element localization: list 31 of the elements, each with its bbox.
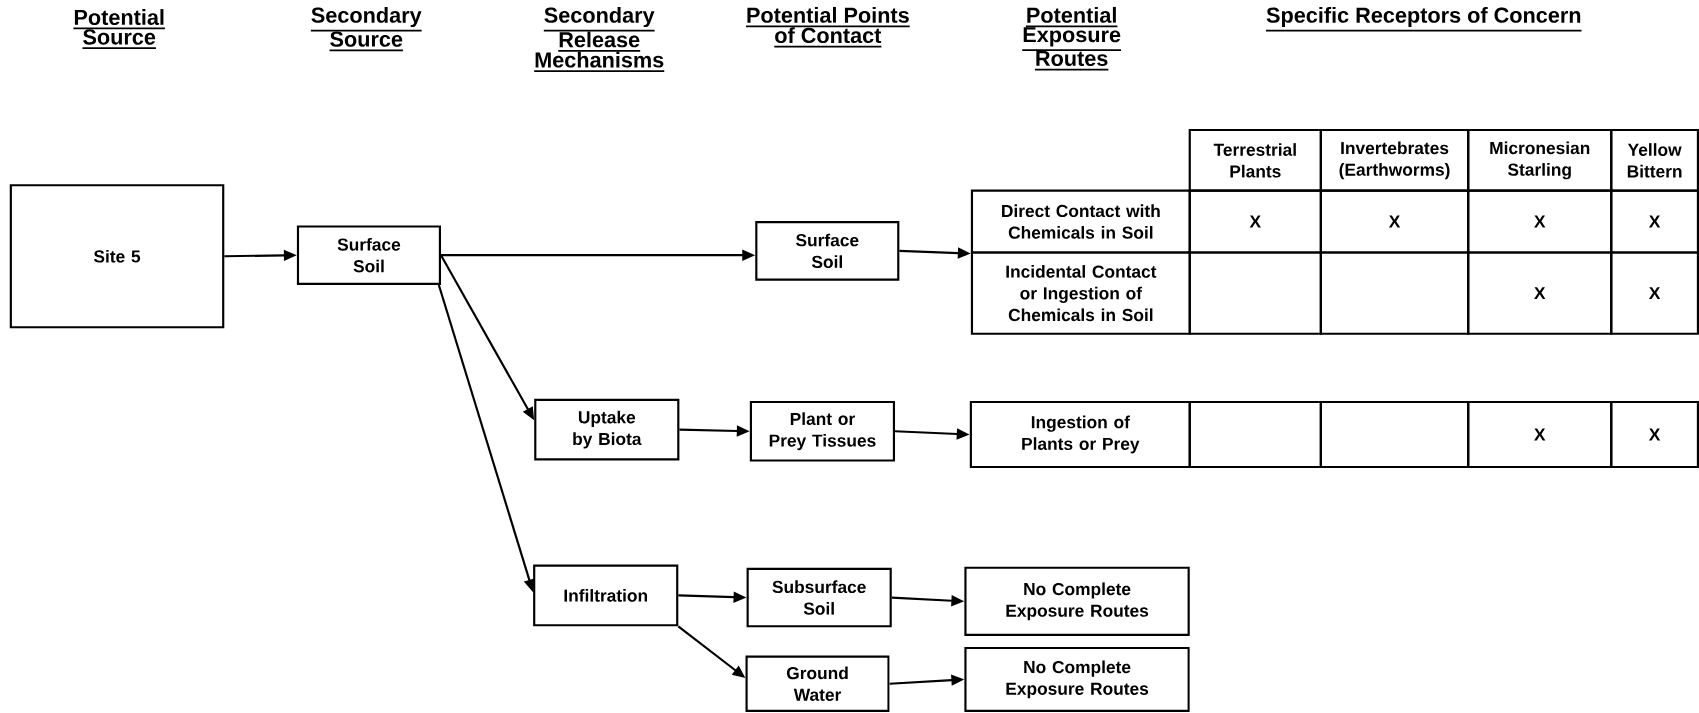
column-heading: Secondary Source [309, 6, 423, 52]
mark-cell: X [1467, 189, 1613, 254]
column-heading: Secondary Release Mechanisms [533, 6, 666, 72]
mark-cell: X [1319, 189, 1470, 254]
mark-cell: X [1467, 400, 1613, 469]
column-heading: Specific Receptors of Concern [1265, 6, 1583, 32]
process-box: Infiltration [533, 564, 679, 627]
source-box: Site 5 [9, 184, 225, 329]
column-heading: Potential Points of Contact [745, 6, 911, 48]
process-box: Plant or Prey Tissues [749, 400, 896, 462]
receptor-heading: Yellow Bittern [1610, 128, 1699, 192]
receptor-heading: Invertebrates (Earthworms) [1319, 128, 1470, 192]
process-box: Surface Soil [296, 225, 441, 285]
column-heading: Potential Source [72, 9, 166, 50]
route-cell: Direct Contact with Chemicals in Soil [970, 189, 1191, 254]
route-cell: Ingestion of Plants or Prey [969, 400, 1191, 469]
mark-cell: X [1610, 400, 1699, 469]
process-box: Uptake by Biota [534, 398, 680, 461]
process-box: Ground Water [745, 655, 890, 712]
result-box: No Complete Exposure Routes [964, 566, 1190, 637]
mark-cell: X [1610, 251, 1699, 335]
result-box: No Complete Exposure Routes [964, 646, 1190, 712]
receptor-heading: Terrestrial Plants [1188, 128, 1322, 192]
process-box: Subsurface Soil [746, 567, 892, 628]
column-heading: Potential Exposure Routes [1021, 6, 1122, 71]
mark-cell: X [1188, 189, 1322, 254]
process-box: Surface Soil [755, 221, 900, 281]
receptor-heading: Micronesian Starling [1467, 128, 1613, 192]
mark-cell: X [1467, 251, 1613, 335]
mark-cell: X [1610, 189, 1699, 254]
route-cell: Incidental Contact or Ingestion of Chemicals in Soil [970, 251, 1191, 335]
